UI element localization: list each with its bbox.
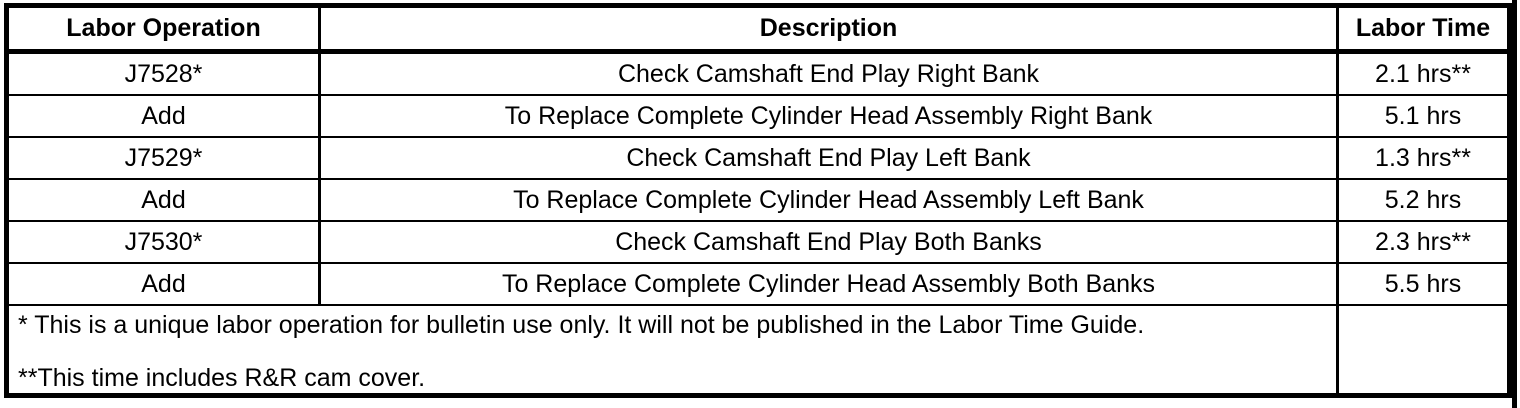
labor-time-cell: 2.1 hrs** <box>1336 50 1511 96</box>
table-row: J7530* Check Camshaft End Play Both Bank… <box>5 220 1511 264</box>
table-row: Add To Replace Complete Cylinder Head As… <box>5 262 1511 306</box>
description-cell: To Replace Complete Cylinder Head Assemb… <box>318 178 1339 222</box>
labor-operation-cell: J7530* <box>5 220 321 264</box>
footnotes-row: * This is a unique labor operation for b… <box>5 304 1511 397</box>
table-row: Add To Replace Complete Cylinder Head As… <box>5 178 1511 222</box>
header-row: Labor Operation Description Labor Time <box>5 4 1511 54</box>
description-cell: Check Camshaft End Play Left Bank <box>318 136 1339 180</box>
description-cell: Check Camshaft End Play Right Bank <box>318 50 1339 96</box>
table-row: Add To Replace Complete Cylinder Head As… <box>5 94 1511 138</box>
labor-time-cell: 2.3 hrs** <box>1336 220 1511 264</box>
header-cell-description: Description <box>318 4 1339 54</box>
description-cell: To Replace Complete Cylinder Head Assemb… <box>318 94 1339 138</box>
labor-time-cell: 5.5 hrs <box>1336 262 1511 306</box>
labor-operation-cell: J7529* <box>5 136 321 180</box>
description-cell: Check Camshaft End Play Both Banks <box>318 220 1339 264</box>
table-row: J7529* Check Camshaft End Play Left Bank… <box>5 136 1511 180</box>
table-row: J7528* Check Camshaft End Play Right Ban… <box>5 50 1511 96</box>
labor-time-cell: 1.3 hrs** <box>1336 136 1511 180</box>
labor-time-table: Labor Operation Description Labor Time J… <box>4 3 1512 398</box>
footnotes-cell: * This is a unique labor operation for b… <box>5 304 1339 397</box>
footnote-unique-labor-operation: * This is a unique labor operation for b… <box>18 311 1145 339</box>
labor-operation-cell: J7528* <box>5 50 321 96</box>
footnote-time-includes-cam-cover: **This time includes R&R cam cover. <box>18 364 426 392</box>
labor-time-cell: 5.2 hrs <box>1336 178 1511 222</box>
labor-time-cell: 5.1 hrs <box>1336 94 1511 138</box>
description-cell: To Replace Complete Cylinder Head Assemb… <box>318 262 1339 306</box>
labor-operation-cell: Add <box>5 262 321 306</box>
page-edge-rule <box>1512 0 1517 408</box>
header-cell-labor-operation: Labor Operation <box>5 4 321 54</box>
labor-operation-cell: Add <box>5 94 321 138</box>
labor-operation-cell: Add <box>5 178 321 222</box>
header-cell-labor-time: Labor Time <box>1336 4 1511 54</box>
footnote-empty-labor-time-cell <box>1336 304 1511 397</box>
